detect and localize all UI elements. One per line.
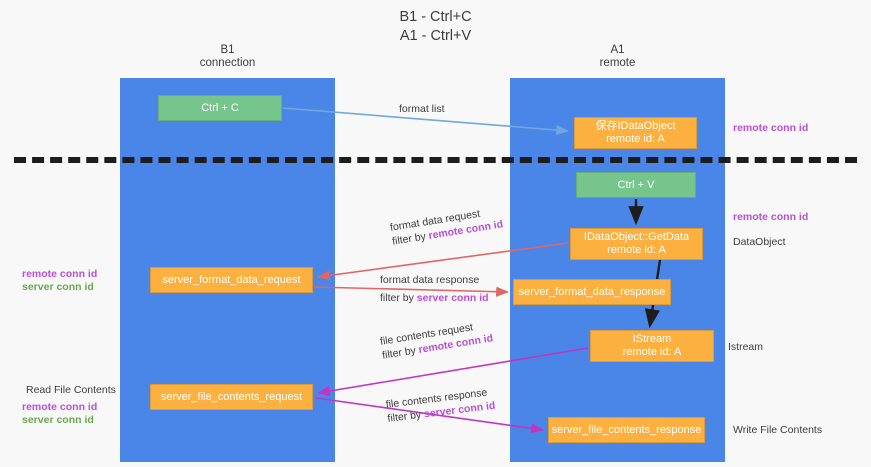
edge-label-format-data-request: format data request filter by remote con… xyxy=(389,203,504,248)
annotation-conn-ids-lower: remote conn id server conn id xyxy=(22,401,97,427)
node-server-format-data-response[interactable]: server_format_data_response xyxy=(513,279,671,305)
node-istream-remote-id: remote id: A xyxy=(622,346,682,358)
diagram-title-line2: A1 - Ctrl+V xyxy=(399,28,472,44)
node-idataobject-getdata[interactable]: IDataObject::GetData remote id: A xyxy=(570,228,703,260)
annotation-write-file-contents: Write File Contents xyxy=(733,424,823,436)
node-server-file-contents-request-label: server_file_contents_request xyxy=(160,390,303,403)
annotation-remote-conn-id-top: remote conn id xyxy=(733,122,809,134)
edge-label-format-data-response: format data response filter by server co… xyxy=(380,273,489,305)
filter-by-text-4: filter by xyxy=(386,408,422,425)
node-ctrl-c[interactable]: Ctrl + C xyxy=(158,95,282,121)
column-header-b1: B1 connection xyxy=(150,44,305,70)
node-idataobject-getdata-remote-id: remote id: A xyxy=(607,244,666,256)
column-b1-title: B1 xyxy=(220,44,235,56)
node-ctrl-v[interactable]: Ctrl + V xyxy=(576,172,696,198)
node-server-format-data-response-label: server_format_data_response xyxy=(518,285,666,298)
node-istream[interactable]: IStream remote id: A xyxy=(590,330,714,362)
annotation-remote-conn-id-1: remote conn id xyxy=(22,268,98,280)
annotation-dataobject: DataObject xyxy=(733,236,786,248)
annotation-istream: Istream xyxy=(728,341,764,353)
server-conn-id-highlight-1: server conn id xyxy=(416,292,489,304)
node-ctrl-v-label: Ctrl + V xyxy=(617,178,655,191)
annotation-server-conn-id-2: server conn id xyxy=(22,414,94,426)
edge-label-format-list: format list xyxy=(399,102,445,116)
node-server-file-contents-response-label: server_file_contents_response xyxy=(551,423,702,436)
node-server-file-contents-response[interactable]: server_file_contents_response xyxy=(548,417,705,443)
filter-by-text-2: filter by xyxy=(380,292,414,304)
node-idataobject[interactable]: 保存IDataObject remote id: A xyxy=(574,117,697,149)
edge-label-file-contents-response: file contents response filter by server … xyxy=(385,385,496,426)
column-a1-subtitle: remote xyxy=(599,57,636,69)
annotation-remote-conn-id-mid: remote conn id xyxy=(733,211,809,223)
annotation-remote-conn-id-2: remote conn id xyxy=(22,401,98,413)
column-b1-subtitle: connection xyxy=(199,57,256,69)
node-idataobject-label: 保存IDataObject xyxy=(595,120,676,132)
edge-label-format-list-text: format list xyxy=(399,103,445,115)
diagram-title: B1 - Ctrl+C A1 - Ctrl+V xyxy=(0,8,871,46)
annotation-read-file-contents: Read File Contents xyxy=(26,384,116,396)
edge-label-format-data-response-filter: filter by server conn id xyxy=(380,291,489,305)
phase-divider xyxy=(14,157,857,163)
filter-by-text-1: filter by xyxy=(391,230,427,248)
node-idataobject-getdata-label: IDataObject::GetData xyxy=(583,231,690,243)
diagram-title-line1: B1 - Ctrl+C xyxy=(399,9,472,25)
annotation-server-conn-id-1: server conn id xyxy=(22,281,94,293)
filter-by-text-3: filter by xyxy=(381,344,417,362)
node-server-format-data-request[interactable]: server_format_data_request xyxy=(150,267,313,293)
annotation-conn-ids-upper: remote conn id server conn id xyxy=(22,268,97,294)
column-header-a1: A1 remote xyxy=(540,44,695,70)
edge-label-file-contents-request: file contents request filter by remote c… xyxy=(379,317,494,362)
node-server-format-data-request-label: server_format_data_request xyxy=(162,273,301,286)
node-ctrl-c-label: Ctrl + C xyxy=(201,101,239,114)
column-a1-title: A1 xyxy=(610,44,625,56)
node-server-file-contents-request[interactable]: server_file_contents_request xyxy=(150,384,313,410)
edge-label-format-data-response-text: format data response xyxy=(380,274,480,286)
node-idataobject-remote-id: remote id: A xyxy=(606,133,665,145)
node-istream-label: IStream xyxy=(632,333,672,345)
